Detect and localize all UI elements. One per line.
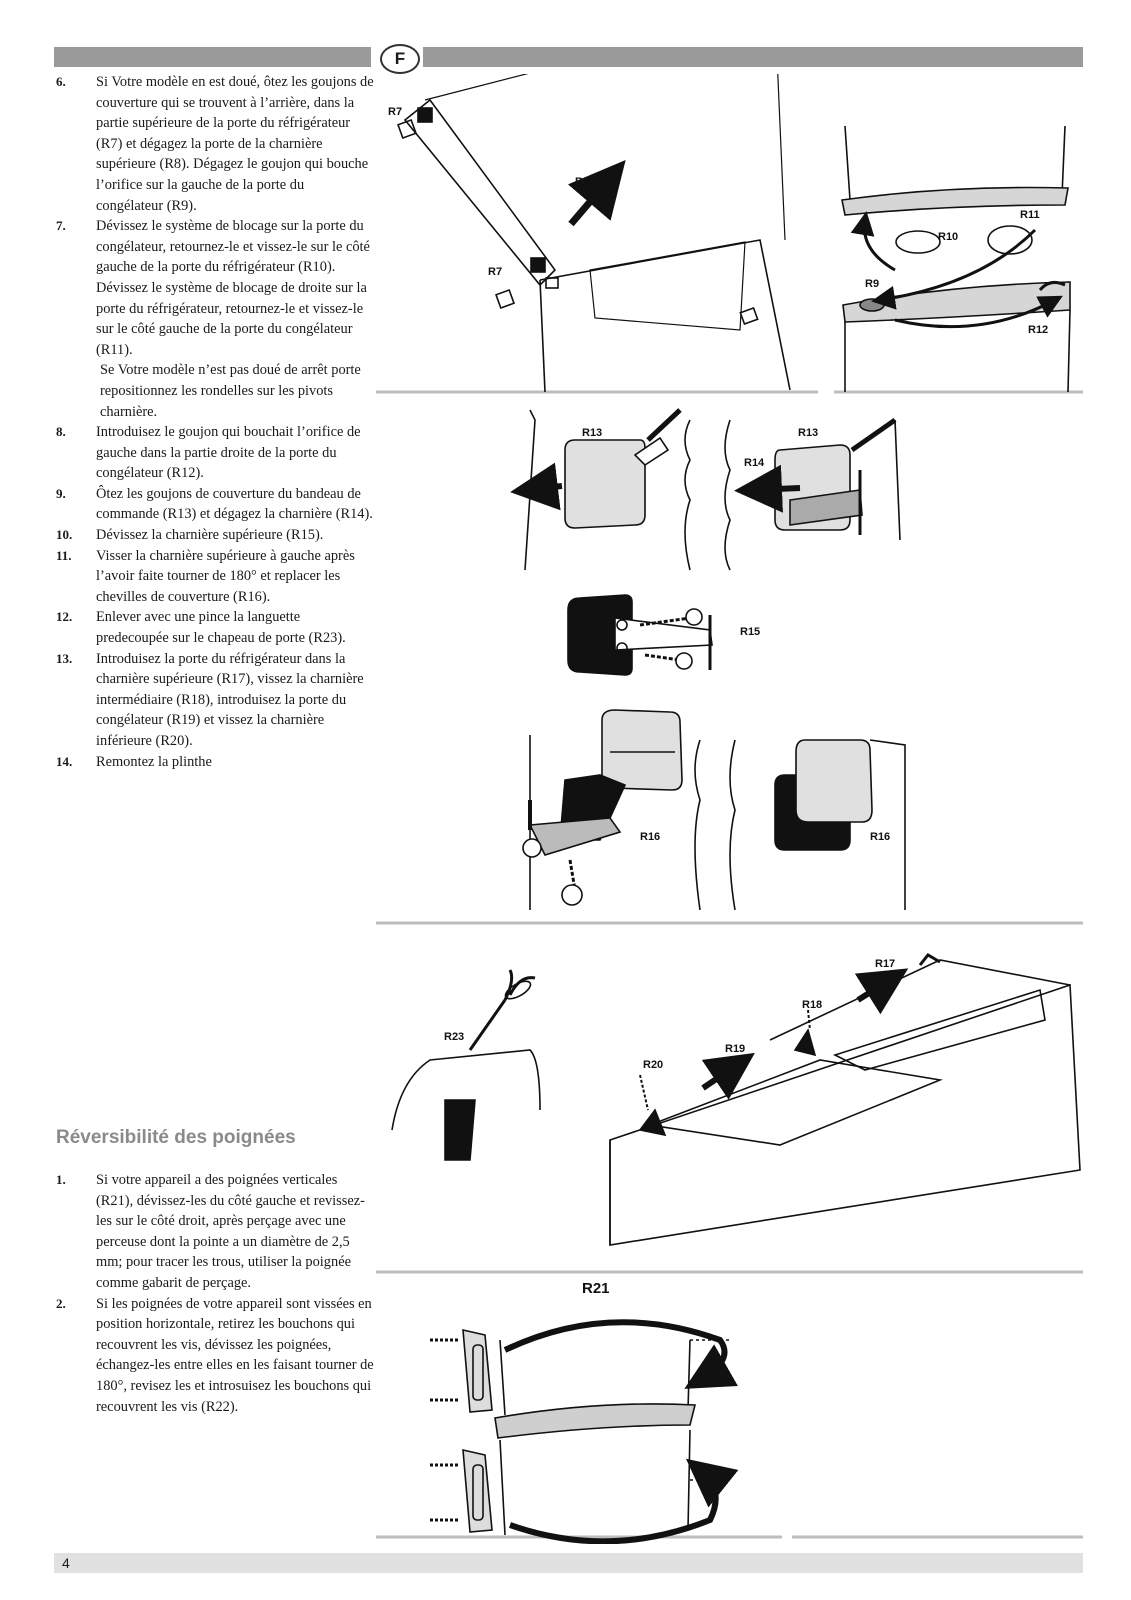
figure-door-stops (841, 125, 1071, 393)
label-r17: R17 (875, 958, 895, 970)
figure-hinge-refit (522, 709, 906, 911)
step-12: 12.Enlever avec une pince la languette p… (56, 609, 346, 647)
label-r9: R9 (865, 278, 879, 290)
figure-door-reinsertion-labels: R23 R20 R19 R18 R17 (444, 958, 895, 1071)
figure-door-removal (397, 74, 791, 393)
step-6: 6.Si Votre modèle en est doué, ôtez les … (56, 74, 374, 214)
label-r11: R11 (1020, 209, 1040, 221)
label-r16-right: R16 (870, 831, 890, 843)
figure-top-hinge-labels: R15 (740, 626, 760, 638)
label-r13-left: R13 (582, 427, 602, 439)
label-r19: R19 (725, 1043, 745, 1055)
figure-door-reinsertion (391, 953, 1081, 1246)
header-bar-right (423, 47, 1083, 67)
label-r20: R20 (643, 1059, 663, 1071)
label-r13-right: R13 (798, 427, 818, 439)
figure-top-hinge (567, 594, 713, 676)
label-r10: R10 (938, 231, 958, 243)
figure-door-stops-labels: R11 R10 R9 R12 (865, 209, 1048, 336)
label-r21: R21 (582, 1280, 610, 1297)
step-10: 10.Dévissez la charnière supérieure (R15… (56, 527, 324, 544)
language-badge: F (380, 44, 420, 74)
label-r14: R14 (744, 457, 765, 469)
step-13: 13.Introduisez la porte du réfrigérateur… (56, 650, 364, 749)
label-r7-top: R7 (388, 106, 402, 118)
label-r12: R12 (1028, 324, 1048, 336)
step-8: 8.Introduisez le goujon qui bouchait l’o… (56, 424, 361, 482)
figure-handle-reversal (430, 1319, 739, 1544)
figure-door-labels: R7 R8 R7 (388, 106, 589, 278)
header-bar-left (54, 47, 371, 67)
handle-step-2: 2.Si les poignées de votre appareil sont… (56, 1295, 374, 1415)
page-number: 4 (62, 1555, 70, 1571)
figure-separators (376, 390, 1083, 1539)
footer-bar (54, 1553, 1083, 1573)
figure-control-panel-labels: R13 R13 R14 (582, 427, 818, 469)
label-r18: R18 (802, 999, 822, 1011)
step-7: 7.Dévissez le système de blocage sur la … (56, 216, 374, 422)
label-r16-left: R16 (640, 831, 660, 843)
step-14: 14.Remontez la plinthe (56, 753, 212, 770)
label-r15: R15 (740, 626, 760, 638)
illustrations: R7 R8 R7 R11 R10 R9 R12 (376, 74, 1083, 1544)
handle-steps: 1.Si votre appareil a des poignées verti… (56, 1170, 374, 1417)
step-11: 11.Visser la charnière supérieure à gauc… (56, 547, 355, 605)
handle-step-1: 1.Si votre appareil a des poignées verti… (56, 1172, 365, 1291)
label-r7-bottom: R7 (488, 266, 502, 278)
figure-control-panel (510, 408, 901, 571)
section-title-handles: Réversibilité des poignées (56, 1127, 296, 1148)
label-r8: R8 (575, 176, 589, 188)
label-r23: R23 (444, 1031, 464, 1043)
figure-handle-reversal-labels: R21 (582, 1280, 610, 1297)
step-9: 9.Ôtez les goujons de couverture du band… (56, 485, 373, 523)
figure-hinge-refit-labels: R16 R16 (640, 831, 890, 843)
step-7-note: Se Votre modèle n’est pas doué de arrêt … (100, 362, 361, 420)
instruction-steps: 6.Si Votre modèle en est doué, ôtez les … (56, 72, 374, 772)
